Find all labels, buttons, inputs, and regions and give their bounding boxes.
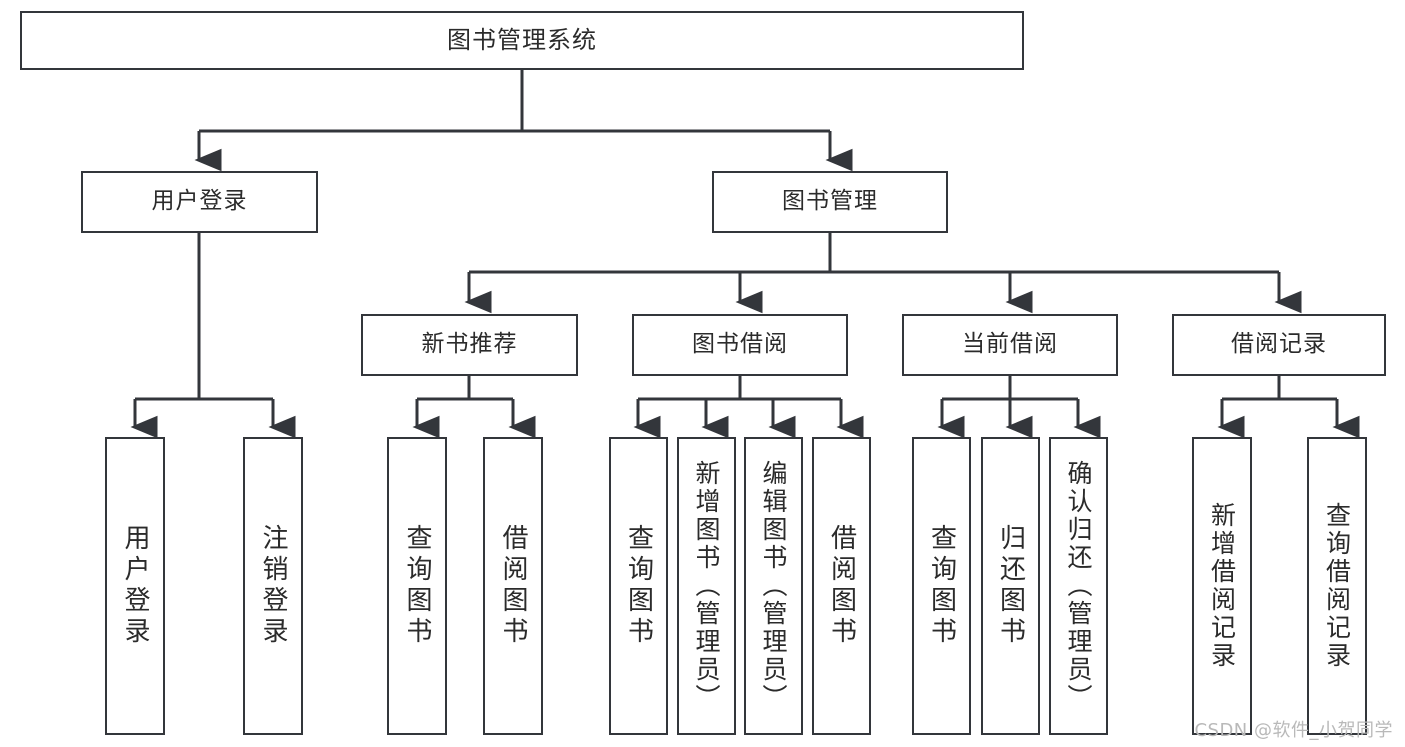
node-leaf-borrow-book[interactable]: 借阅图书 — [812, 437, 871, 735]
node-label: 确认归还（管理员） — [1064, 460, 1093, 712]
node-label: 当前借阅 — [962, 331, 1058, 358]
csdn-watermark: CSDN @软件_小贺同学 — [1194, 720, 1393, 741]
node-leaf-user-login[interactable]: 用户登录 — [105, 437, 165, 735]
node-label: 编辑图书（管理员） — [759, 460, 788, 712]
node-leaf-confirm-return-admin[interactable]: 确认归还（管理员） — [1049, 437, 1108, 735]
node-new-book-recommend[interactable]: 新书推荐 — [361, 314, 578, 376]
node-leaf-return-book[interactable]: 归还图书 — [981, 437, 1040, 735]
node-leaf-query-borrow-record[interactable]: 查询借阅记录 — [1307, 437, 1367, 735]
node-label: 图书借阅 — [692, 331, 788, 358]
node-leaf-query-book-recommend[interactable]: 查询图书 — [387, 437, 447, 735]
node-label: 借阅图书 — [826, 524, 857, 648]
node-label: 借阅记录 — [1231, 331, 1327, 358]
node-leaf-add-book-admin[interactable]: 新增图书（管理员） — [677, 437, 736, 735]
node-label: 归还图书 — [995, 524, 1026, 648]
node-leaf-logout[interactable]: 注销登录 — [243, 437, 303, 735]
node-label: 查询图书 — [402, 524, 432, 648]
node-book-management[interactable]: 图书管理 — [712, 171, 948, 233]
node-current-borrow[interactable]: 当前借阅 — [902, 314, 1118, 376]
node-label: 查询借阅记录 — [1322, 502, 1352, 670]
node-leaf-edit-book-admin[interactable]: 编辑图书（管理员） — [744, 437, 803, 735]
node-root-book-management-system[interactable]: 图书管理系统 — [20, 11, 1024, 70]
node-label: 用户登录 — [120, 524, 150, 648]
node-book-borrow[interactable]: 图书借阅 — [632, 314, 848, 376]
node-label: 查询图书 — [926, 524, 957, 648]
node-label: 新增借阅记录 — [1207, 502, 1237, 670]
node-leaf-query-book-current[interactable]: 查询图书 — [912, 437, 971, 735]
node-user-login[interactable]: 用户登录 — [81, 171, 318, 233]
node-label: 新书推荐 — [421, 331, 518, 358]
node-label: 查询图书 — [623, 524, 654, 648]
node-leaf-query-book-borrow[interactable]: 查询图书 — [609, 437, 668, 735]
node-label: 图书管理系统 — [447, 26, 597, 55]
node-label: 用户登录 — [151, 188, 248, 215]
node-borrow-record[interactable]: 借阅记录 — [1172, 314, 1386, 376]
node-leaf-add-borrow-record[interactable]: 新增借阅记录 — [1192, 437, 1252, 735]
node-leaf-borrow-book-recommend[interactable]: 借阅图书 — [483, 437, 543, 735]
node-label: 借阅图书 — [498, 524, 528, 648]
node-label: 图书管理 — [782, 188, 878, 215]
node-label: 注销登录 — [258, 524, 288, 648]
node-label: 新增图书（管理员） — [692, 460, 721, 712]
